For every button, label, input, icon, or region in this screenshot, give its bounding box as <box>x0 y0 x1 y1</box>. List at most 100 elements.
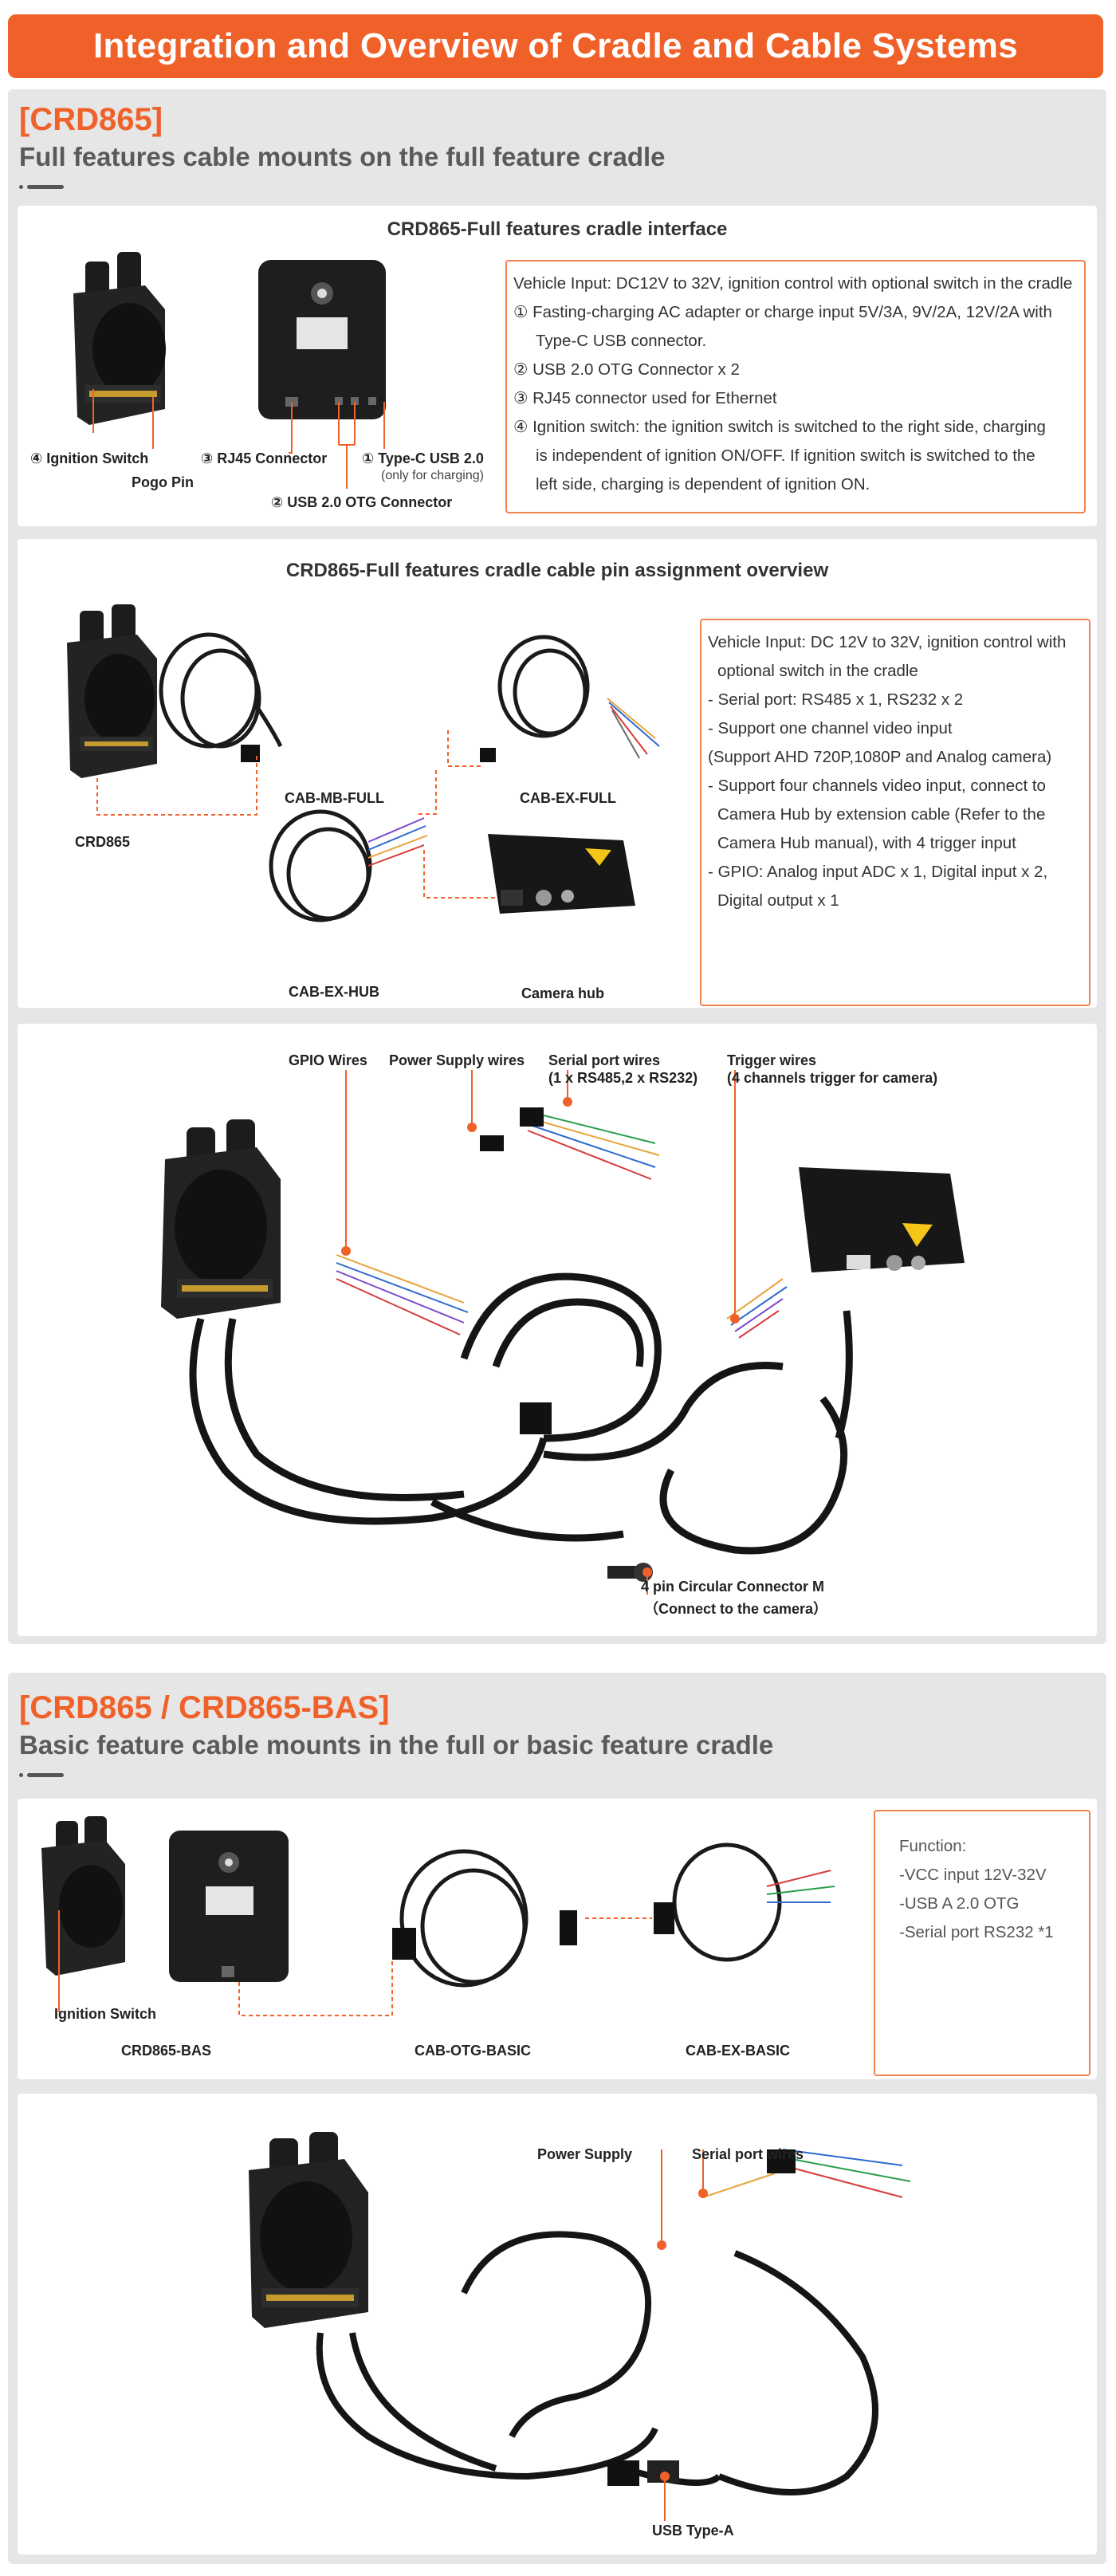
cab-otg-basic-image <box>399 1849 529 1988</box>
interface-spec-line: Type-C USB connector. <box>536 332 707 350</box>
section1-divider <box>19 185 64 189</box>
section2-divider <box>19 1773 64 1777</box>
cab-ex-full-wires <box>607 698 660 759</box>
circular-connector-image <box>607 1566 639 1579</box>
label-typec-note: (only for charging) <box>381 469 484 482</box>
basic-cable-bundle <box>316 2231 878 2495</box>
pin-assignment-title: CRD865-Full features cradle cable pin as… <box>285 560 829 581</box>
interface-title: CRD865-Full features cradle interface <box>387 218 728 240</box>
basic-spec-line: -USB A 2.0 OTG <box>899 1894 1020 1913</box>
interface-spec-line: ② USB 2.0 OTG Connector x 2 <box>513 360 740 379</box>
pin-spec-line: - Support four channels video input, con… <box>708 777 1046 795</box>
cab-ex-hub-wires <box>367 817 428 867</box>
cab-ex-full-connector <box>480 748 496 762</box>
basic-spec-line: -Serial port RS232 *1 <box>899 1923 1054 1941</box>
section1-code: [CRD865] <box>19 102 163 137</box>
pin-spec-line: Digital output x 1 <box>717 891 839 910</box>
interface-spec-line: ① Fasting-charging AC adapter or charge … <box>513 303 1052 321</box>
cradle-front-image <box>73 252 166 425</box>
label-cab-otg-basic: CAB-OTG-BASIC <box>415 2043 531 2059</box>
cab-ex-basic-wires <box>766 1870 835 1903</box>
cab-mb-full-connector <box>241 745 260 762</box>
pin-spec-line: Camera Hub by extension cable (Refer to … <box>717 805 1046 824</box>
label-cab-ex-hub: CAB-EX-HUB <box>289 984 379 1000</box>
cradle-back-image <box>169 1831 289 1982</box>
camera-hub-image <box>799 1167 965 1272</box>
basic-cables-panel: Ignition Switch CRD865-BAS CAB-OTG-BASIC… <box>18 1799 1097 2079</box>
basic-wiring-illustration <box>249 2132 911 2521</box>
label-typec: ① Type-C USB 2.0 <box>362 450 484 466</box>
pin-spec-line: Vehicle Input: DC 12V to 32V, ignition c… <box>708 633 1067 651</box>
pin-spec-line: - Serial port: RS485 x 1, RS232 x 2 <box>708 690 964 709</box>
serial-connector <box>520 1107 544 1127</box>
label-usb-type-a: USB Type-A <box>652 2523 734 2539</box>
interface-illustration <box>73 252 386 489</box>
gpio-wires <box>336 1254 469 1335</box>
cab-ex-full-image <box>497 635 590 738</box>
page-title-bar: Integration and Overview of Cradle and C… <box>8 14 1103 78</box>
full-wiring-panel: GPIO Wires Power Supply wires Serial por… <box>18 1024 1097 1636</box>
interface-spec-box: Vehicle Input: DC12V to 32V, ignition co… <box>505 260 1086 513</box>
pin-spec-line: - GPIO: Analog input ADC x 1, Digital in… <box>708 863 1048 881</box>
label-crd865: CRD865 <box>75 834 131 850</box>
pin-spec-box: Vehicle Input: DC 12V to 32V, ignition c… <box>700 619 1090 1006</box>
cab-ex-hub-image <box>269 809 372 922</box>
cradle-back-image <box>258 260 386 419</box>
label-trigger-note: (4 channels trigger for camera) <box>727 1070 938 1086</box>
cradle-image <box>161 1119 281 1319</box>
cradle-image <box>249 2132 368 2328</box>
label-ignition-switch: Ignition Switch <box>54 2006 156 2022</box>
label-circular-connector-note: （Connect to the camera） <box>644 1601 828 1617</box>
label-cab-ex-basic: CAB-EX-BASIC <box>686 2043 791 2059</box>
interface-spec-line: Vehicle Input: DC12V to 32V, ignition co… <box>513 274 1073 293</box>
label-trigger-wires: Trigger wires <box>727 1052 817 1068</box>
cab-ex-basic-connector <box>654 1902 674 1934</box>
interface-spec-line: is independent of ignition ON/OFF. If ig… <box>536 446 1035 465</box>
cradle-front-image <box>41 1816 125 1976</box>
interface-spec-line: ④ Ignition switch: the ignition switch i… <box>513 418 1046 436</box>
label-camera-hub: Camera hub <box>521 985 605 1001</box>
label-crd865-bas: CRD865-BAS <box>121 2043 212 2059</box>
basic-spec-line: -VCC input 12V-32V <box>899 1866 1047 1884</box>
usb-connector-image <box>607 2460 639 2486</box>
label-circular-connector: 4 pin Circular Connector M <box>641 1579 825 1595</box>
label-pogo-pin: Pogo Pin <box>132 474 194 490</box>
label-usb-otg: ② USB 2.0 OTG Connector <box>271 494 453 510</box>
power-connector <box>480 1135 504 1151</box>
label-serial-port-wires: Serial port wires <box>692 2146 804 2162</box>
camera-hub-image <box>488 834 635 914</box>
basic-cables-illustration <box>41 1816 835 2016</box>
trigger-wires <box>726 1278 788 1339</box>
page-title: Integration and Overview of Cradle and C… <box>93 26 1018 65</box>
basic-wiring-panel: Power Supply Serial port wires USB Type-… <box>18 2094 1097 2554</box>
cab-mb-full-image <box>159 632 283 749</box>
main-cable-bundle <box>189 1272 853 1555</box>
cab-otg-basic-connector <box>392 1928 416 1960</box>
serial-wires <box>702 2149 911 2198</box>
pin-assignment-panel: CRD865-Full features cradle cable pin as… <box>18 539 1097 1008</box>
label-serial-port-note: (1 x RS485,2 x RS232) <box>548 1070 698 1086</box>
interface-spec-line: left side, charging is dependent of igni… <box>536 475 870 494</box>
section2-subtitle: Basic feature cable mounts in the full o… <box>19 1730 774 1760</box>
label-power-supply: Power Supply <box>537 2146 633 2162</box>
serial-connector <box>767 2149 796 2173</box>
cab-ex-basic-image <box>672 1843 782 1962</box>
label-rj45: ③ RJ45 Connector <box>201 450 328 466</box>
label-power-supply-wires: Power Supply wires <box>389 1052 525 1068</box>
label-gpio-wires: GPIO Wires <box>289 1052 367 1068</box>
pin-spec-line: optional switch in the cradle <box>717 662 918 680</box>
section1-subtitle: Full features cable mounts on the full f… <box>19 142 666 171</box>
basic-spec-line: Function: <box>899 1837 967 1855</box>
pin-spec-line: (Support AHD 720P,1080P and Analog camer… <box>708 748 1052 766</box>
cradle-image <box>67 604 157 778</box>
serial-wires <box>527 1111 660 1180</box>
full-wiring-illustration <box>161 1070 965 1595</box>
interface-panel: CRD865-Full features cradle interface <box>18 206 1097 526</box>
section2-code: [CRD865 / CRD865-BAS] <box>19 1690 390 1725</box>
label-serial-port-wires: Serial port wires <box>548 1052 661 1068</box>
pin-spec-line: Camera Hub manual), with 4 trigger input <box>717 834 1016 852</box>
label-ignition-switch: ④ Ignition Switch <box>30 450 149 466</box>
pin-assignment-illustration <box>67 604 660 922</box>
label-cab-mb-full: CAB-MB-FULL <box>285 790 384 806</box>
cab-otg-basic-end <box>560 1910 577 1945</box>
